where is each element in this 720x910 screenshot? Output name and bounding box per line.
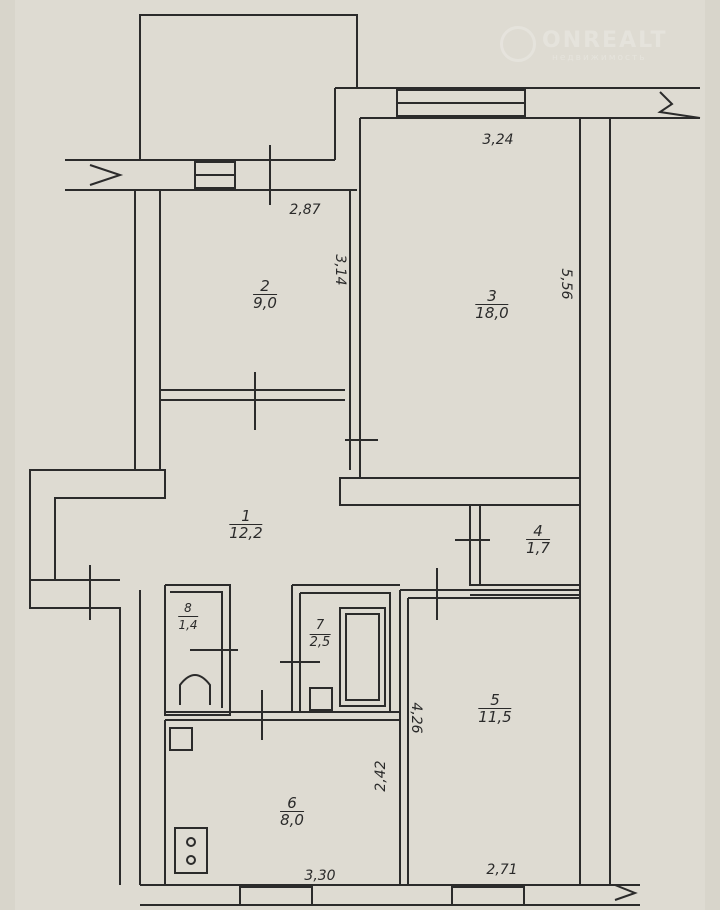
room-number: 2 (253, 278, 277, 295)
room-area: 9,0 (253, 294, 277, 312)
stove (174, 827, 208, 874)
room-area: 1,4 (178, 618, 198, 632)
window (451, 886, 525, 906)
dimension-label: 3,24 (482, 132, 514, 148)
room-number: 3 (475, 288, 509, 305)
room-number: 8 (178, 600, 198, 617)
upper-left-wall (65, 159, 357, 191)
top-wall (334, 87, 700, 478)
dimension-label: 2,42 (373, 760, 389, 792)
room-area: 11,5 (478, 708, 512, 726)
dimension-label: 3,30 (304, 868, 336, 884)
room-number: 5 (478, 692, 512, 709)
room-area: 12,2 (229, 524, 263, 542)
bathtub (339, 607, 386, 707)
dimension-label: 2,71 (486, 862, 518, 878)
room-number: 4 (526, 523, 550, 540)
dimension-label: 5,56 (558, 268, 574, 300)
room-number: 6 (280, 795, 304, 812)
room-area: 18,0 (475, 304, 509, 322)
dimension-label: 4,26 (408, 702, 424, 734)
room-number: 7 (309, 618, 331, 635)
room-area: 1,7 (526, 539, 550, 557)
house-logo-icon (500, 26, 536, 62)
dimension-label: 3,14 (332, 254, 348, 286)
watermark: ONREALT недвижимость (500, 26, 668, 63)
room-area: 8,0 (280, 811, 304, 829)
room-area: 2,5 (309, 635, 331, 650)
dimension-label: 2,87 (289, 202, 321, 218)
toilet (179, 674, 211, 705)
balcony (139, 14, 358, 160)
bottom-wall (140, 884, 640, 906)
window (239, 886, 313, 906)
room-number: 1 (229, 508, 263, 525)
watermark-tagline: недвижимость (552, 53, 647, 63)
watermark-brand: ONREALT (542, 28, 668, 53)
